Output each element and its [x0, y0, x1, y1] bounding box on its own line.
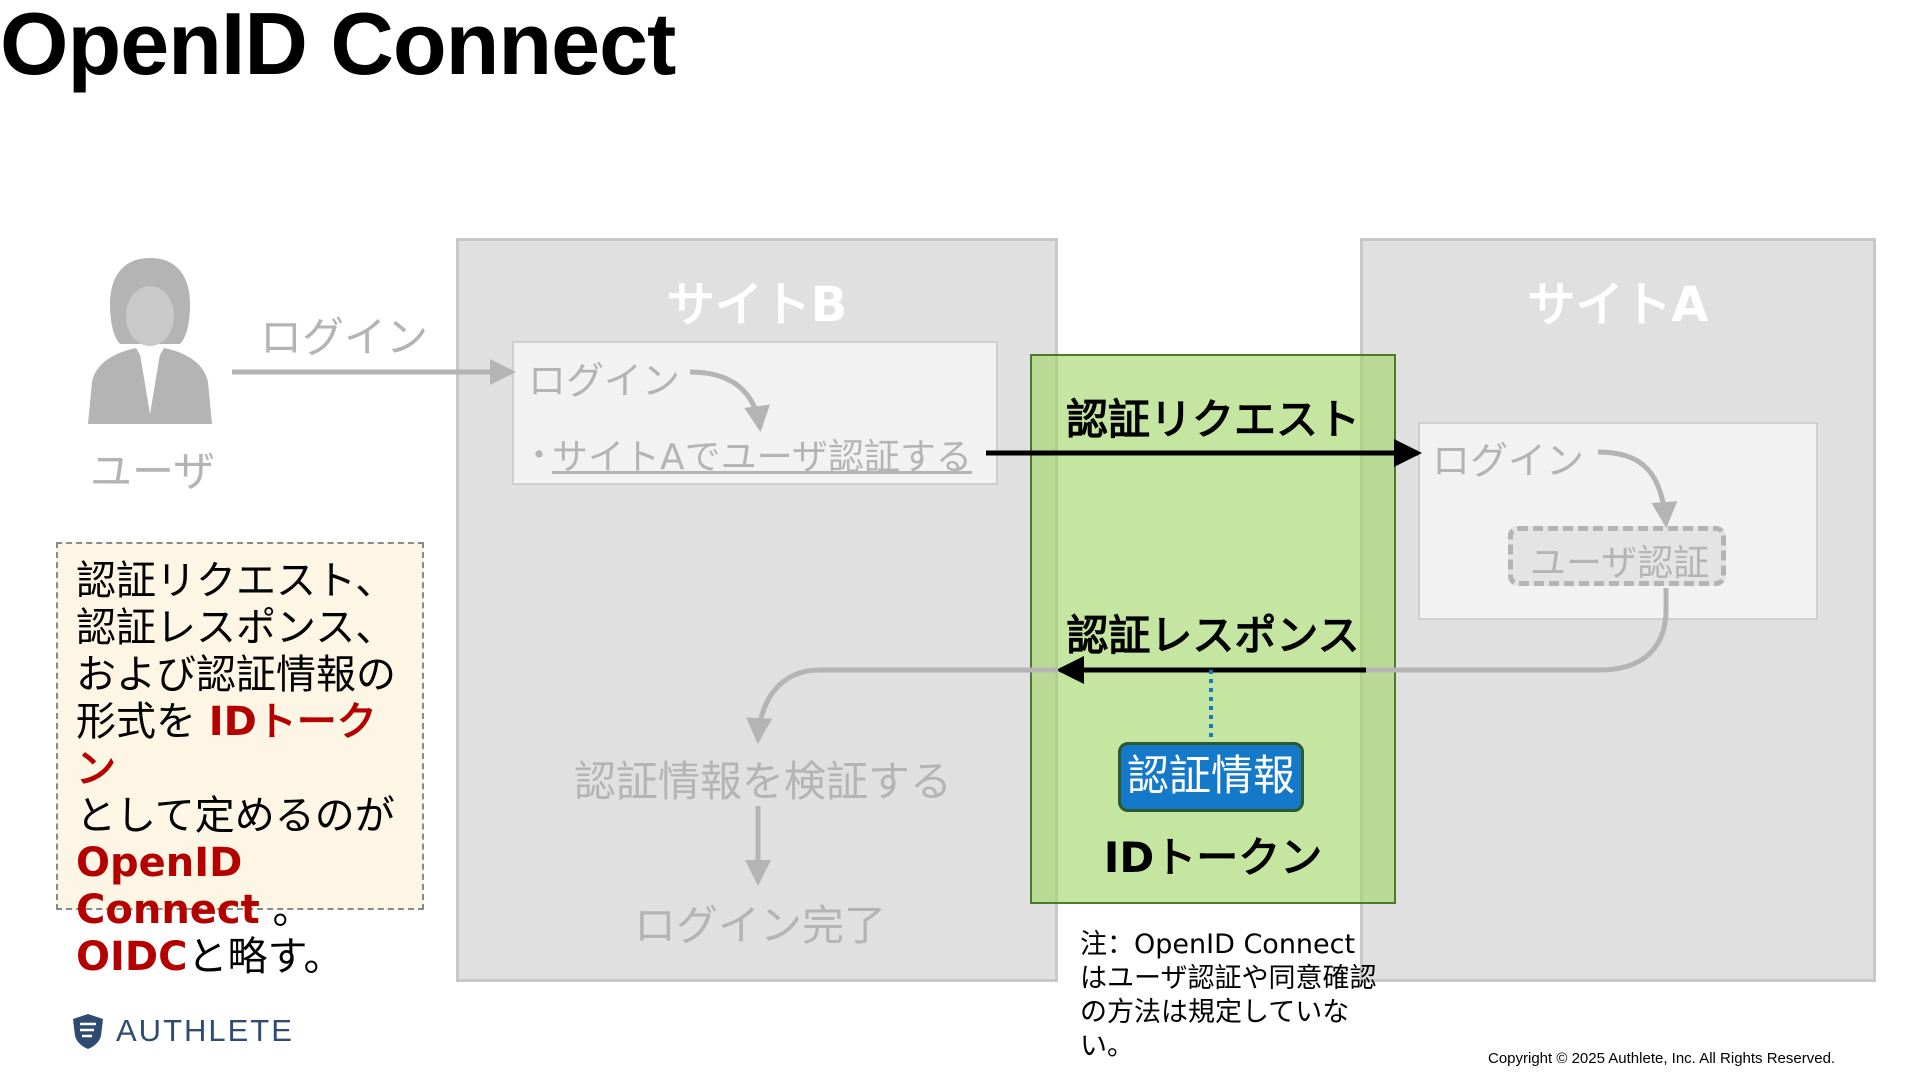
auth-response-label: 認証レスポンス — [1066, 611, 1360, 660]
note-line-7: OIDCと略す。 — [76, 934, 404, 981]
note-id-token: IDトークン — [76, 699, 377, 792]
oidc-flow-box — [1030, 354, 1396, 904]
login-complete-label: ログイン完了 — [634, 901, 887, 950]
note-line-1: 認証リクエスト、 — [76, 558, 396, 604]
note-line-4-text: 形式を — [76, 699, 209, 745]
site-a-auth-link[interactable]: サイトAでユーザ認証する — [552, 437, 972, 478]
user-label: ユーザ — [90, 447, 216, 496]
site-b-login-label: ログイン — [528, 359, 681, 403]
auth-info-badge: 認証情報 — [1118, 742, 1304, 812]
note-line-5: として定めるのが — [76, 793, 395, 839]
page-title: OpenID Connect — [0, 0, 676, 93]
user-auth-box — [1508, 526, 1726, 586]
note-line-6: OpenID Connect 。 — [76, 840, 404, 934]
site-a-title: サイトA — [1527, 277, 1709, 333]
site-b-title: サイトB — [666, 277, 848, 333]
user-icon — [80, 254, 220, 430]
auth-request-label: 認証リクエスト — [1065, 395, 1360, 444]
authlete-logo: AUTHLETE — [70, 1012, 294, 1050]
site-b-bullet: ・ — [522, 436, 556, 476]
note-line-3: および認証情報の — [76, 652, 396, 698]
response-return-curve — [1366, 588, 1669, 673]
note-openid-connect: OpenID Connect — [76, 840, 260, 933]
note-line-6-text: 。 — [259, 887, 313, 933]
shield-icon — [73, 1014, 103, 1049]
verify-curve — [746, 667, 1058, 744]
site-b-login-curve — [689, 369, 771, 432]
logo-text: AUTHLETE — [116, 1013, 294, 1048]
site-a-login-label: ログイン — [1432, 439, 1585, 483]
user-auth-label: ユーザ認証 — [1530, 543, 1710, 584]
verify-auth-info-label: 認証情報を検証する — [574, 757, 953, 806]
explanation-note: 認証リクエスト、 認証レスポンス、 および認証情報の 形式を IDトークン とし… — [56, 542, 424, 980]
copyright: Copyright © 2025 Authlete, Inc. All Righ… — [1488, 1050, 1836, 1067]
id-token-label: IDトークン — [1103, 833, 1323, 882]
footnote: 注：OpenID Connect はユーザ認証や同意確認の方法は規定していない。 — [1080, 929, 1377, 1062]
user-login-label: ログイン — [260, 313, 429, 362]
note-line-4: 形式を IDトークン — [76, 699, 404, 793]
site-a-login-curve — [1597, 449, 1678, 528]
note-line-2: 認証レスポンス、 — [76, 605, 396, 651]
note-oidc: OIDC — [76, 934, 188, 980]
note-line-7-text: と略す。 — [187, 934, 344, 980]
